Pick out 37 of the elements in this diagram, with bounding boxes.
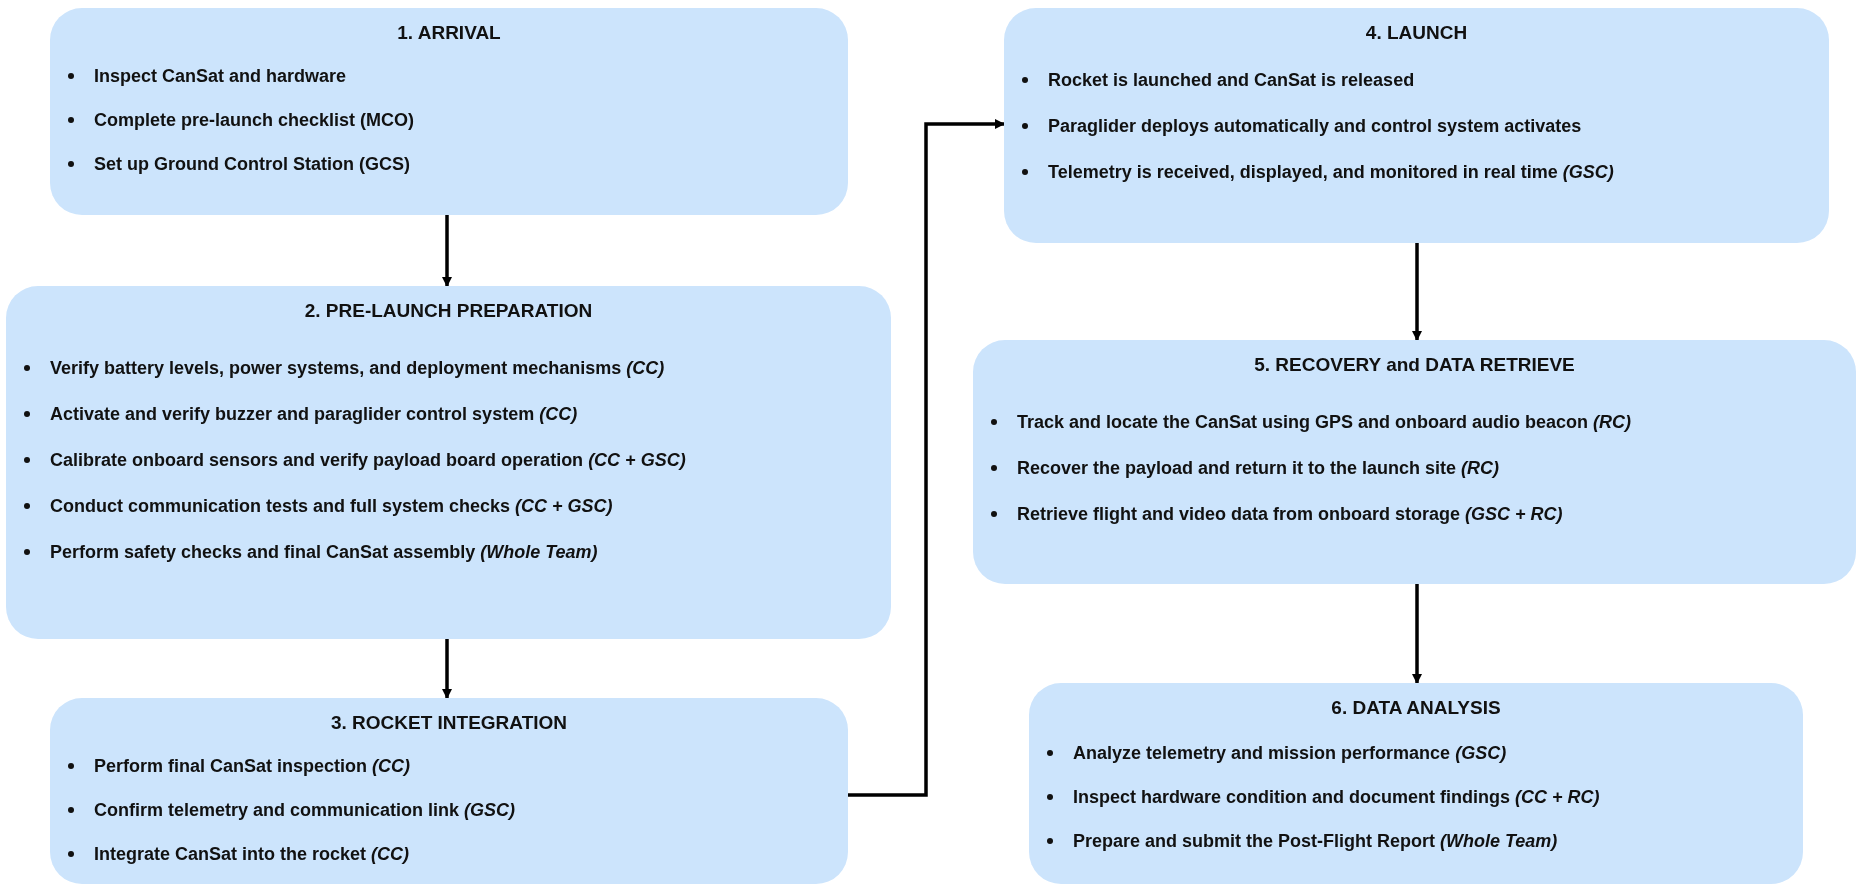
item-text: Prepare and submit the Post-Flight Report (Whole Team) [1073, 831, 1558, 851]
process-box [1029, 683, 1803, 884]
item-text: Recover the payload and return it to the launch site (RC) [1017, 458, 1500, 478]
step-title: 1. ARRIVAL [396, 22, 502, 44]
process-box [973, 340, 1856, 584]
item-text: Set up Ground Control Station (GCS) [94, 154, 410, 174]
process-box [50, 8, 848, 215]
item-text: Activate and verify buzzer and paraglider control system (CC) [50, 404, 578, 424]
arrow [1412, 584, 1422, 684]
item-text: Confirm telemetry and communication link (GSC) [94, 800, 516, 820]
arrow [1412, 243, 1422, 341]
item-text: Complete pre-launch checklist (MCO) [94, 110, 415, 130]
item-text: Integrate CanSat into the rocket (CC) [94, 844, 410, 864]
item-text: Rocket is launched and CanSat is released [1048, 70, 1415, 90]
item-text: Verify battery levels, power systems, and deployment mechanisms (CC) [50, 358, 665, 378]
arrow [442, 215, 452, 287]
item-text: Analyze telemetry and mission performance (GSC) [1073, 743, 1507, 763]
arrow [848, 119, 1005, 797]
process-box [50, 698, 848, 884]
item-text: Paraglider deploys automatically and control system activates [1048, 116, 1582, 136]
process-box [1004, 8, 1829, 243]
item-text: Calibrate onboard sensors and verify payload board operation (CC + GSC) [50, 450, 686, 470]
item-text: Conduct communication tests and full system checks (CC + GSC) [50, 496, 613, 516]
arrow [442, 639, 452, 699]
item-text: Inspect hardware condition and document findings (CC + RC) [1073, 787, 1600, 807]
step-title: 3. ROCKET INTEGRATION [329, 712, 569, 734]
item-text: Retrieve flight and video data from onboard storage (GSC + RC) [1017, 504, 1563, 524]
item-text: Perform final CanSat inspection (CC) [94, 756, 411, 776]
step-title: 4. LAUNCH [1364, 22, 1469, 44]
process-box [6, 286, 891, 639]
step-title: 6. DATA ANALYSIS [1330, 697, 1502, 719]
item-text: Perform safety checks and final CanSat assembly (Whole Team) [50, 542, 598, 562]
step-title: 2. PRE-LAUNCH PREPARATION [303, 300, 594, 322]
item-text: Telemetry is received, displayed, and monitored in real time (GSC) [1048, 162, 1614, 182]
item-text: Track and locate the CanSat using GPS and onboard audio beacon (RC) [1017, 412, 1632, 432]
step-title: 5. RECOVERY and DATA RETRIEVE [1253, 354, 1576, 376]
item-text: Inspect CanSat and hardware [94, 66, 347, 86]
